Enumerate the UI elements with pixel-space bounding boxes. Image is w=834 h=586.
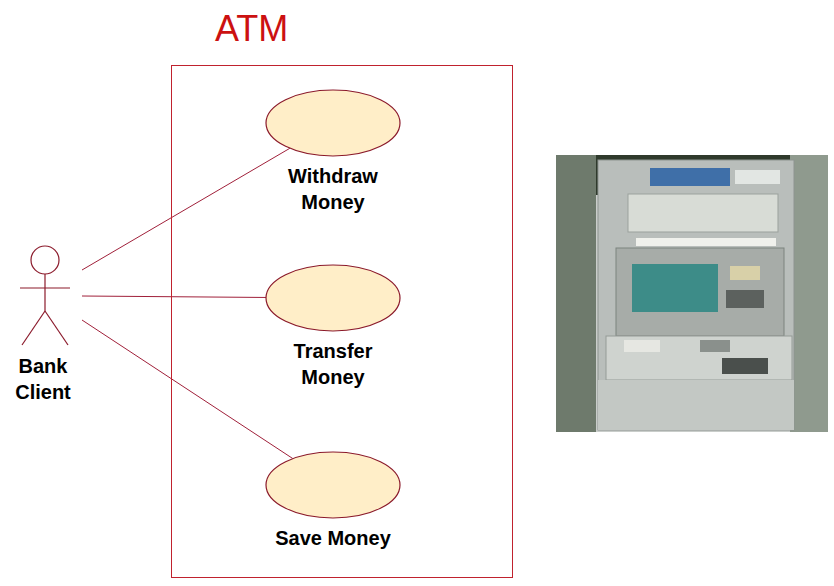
atm-base <box>598 380 794 430</box>
use-case: Transfer Money <box>263 264 403 390</box>
use-case-ellipse <box>263 451 403 519</box>
actor-body <box>44 274 45 311</box>
cash-slot <box>624 340 660 352</box>
use-case-name: Withdraw Money <box>263 163 403 215</box>
photo-ground <box>556 155 828 432</box>
association-line <box>82 320 293 459</box>
ellipse-outline <box>266 90 400 156</box>
use-case-name: Save Money <box>263 525 403 551</box>
ellipse-outline <box>266 265 400 331</box>
left-background <box>556 155 596 432</box>
card-slot <box>730 266 760 280</box>
ellipse-outline <box>266 452 400 518</box>
atm-top-panel <box>628 194 778 232</box>
keypad <box>700 340 730 352</box>
right-background <box>790 155 828 432</box>
actor-arms <box>20 287 70 288</box>
atm-light <box>636 238 776 246</box>
use-case: Withdraw Money <box>263 89 403 215</box>
association-line <box>82 296 266 297</box>
actor: Bank Client <box>8 243 90 405</box>
actor-name: Bank Client <box>8 353 78 405</box>
association-line <box>82 148 290 270</box>
use-case-ellipse <box>263 264 403 332</box>
system-name: ATM <box>215 8 288 50</box>
atm-sign-plate <box>735 170 780 184</box>
receipt-slot <box>726 290 764 308</box>
atm-shelf <box>606 336 792 380</box>
use-case-label-holder: Withdraw Money <box>263 89 403 215</box>
use-case: Save Money <box>263 451 403 551</box>
actor-leg <box>22 311 45 345</box>
actor-head <box>31 246 59 274</box>
actor-label-holder: Bank Client <box>8 353 90 405</box>
keypad-lower <box>722 358 768 374</box>
use-case-label-holder: Transfer Money <box>263 264 403 390</box>
use-case-label-holder: Save Money <box>263 451 403 551</box>
stick-figure <box>8 243 90 355</box>
atm-screen <box>632 264 718 312</box>
atm-body <box>598 160 794 430</box>
actor-leg <box>45 311 68 345</box>
use-case-name: Transfer Money <box>263 338 403 390</box>
atm-screen-frame <box>616 248 784 336</box>
system-boundary: ATMWithdraw MoneyTransfer MoneySave Mone… <box>171 65 513 578</box>
use-case-ellipse <box>263 89 403 157</box>
atm-sign <box>650 168 730 186</box>
